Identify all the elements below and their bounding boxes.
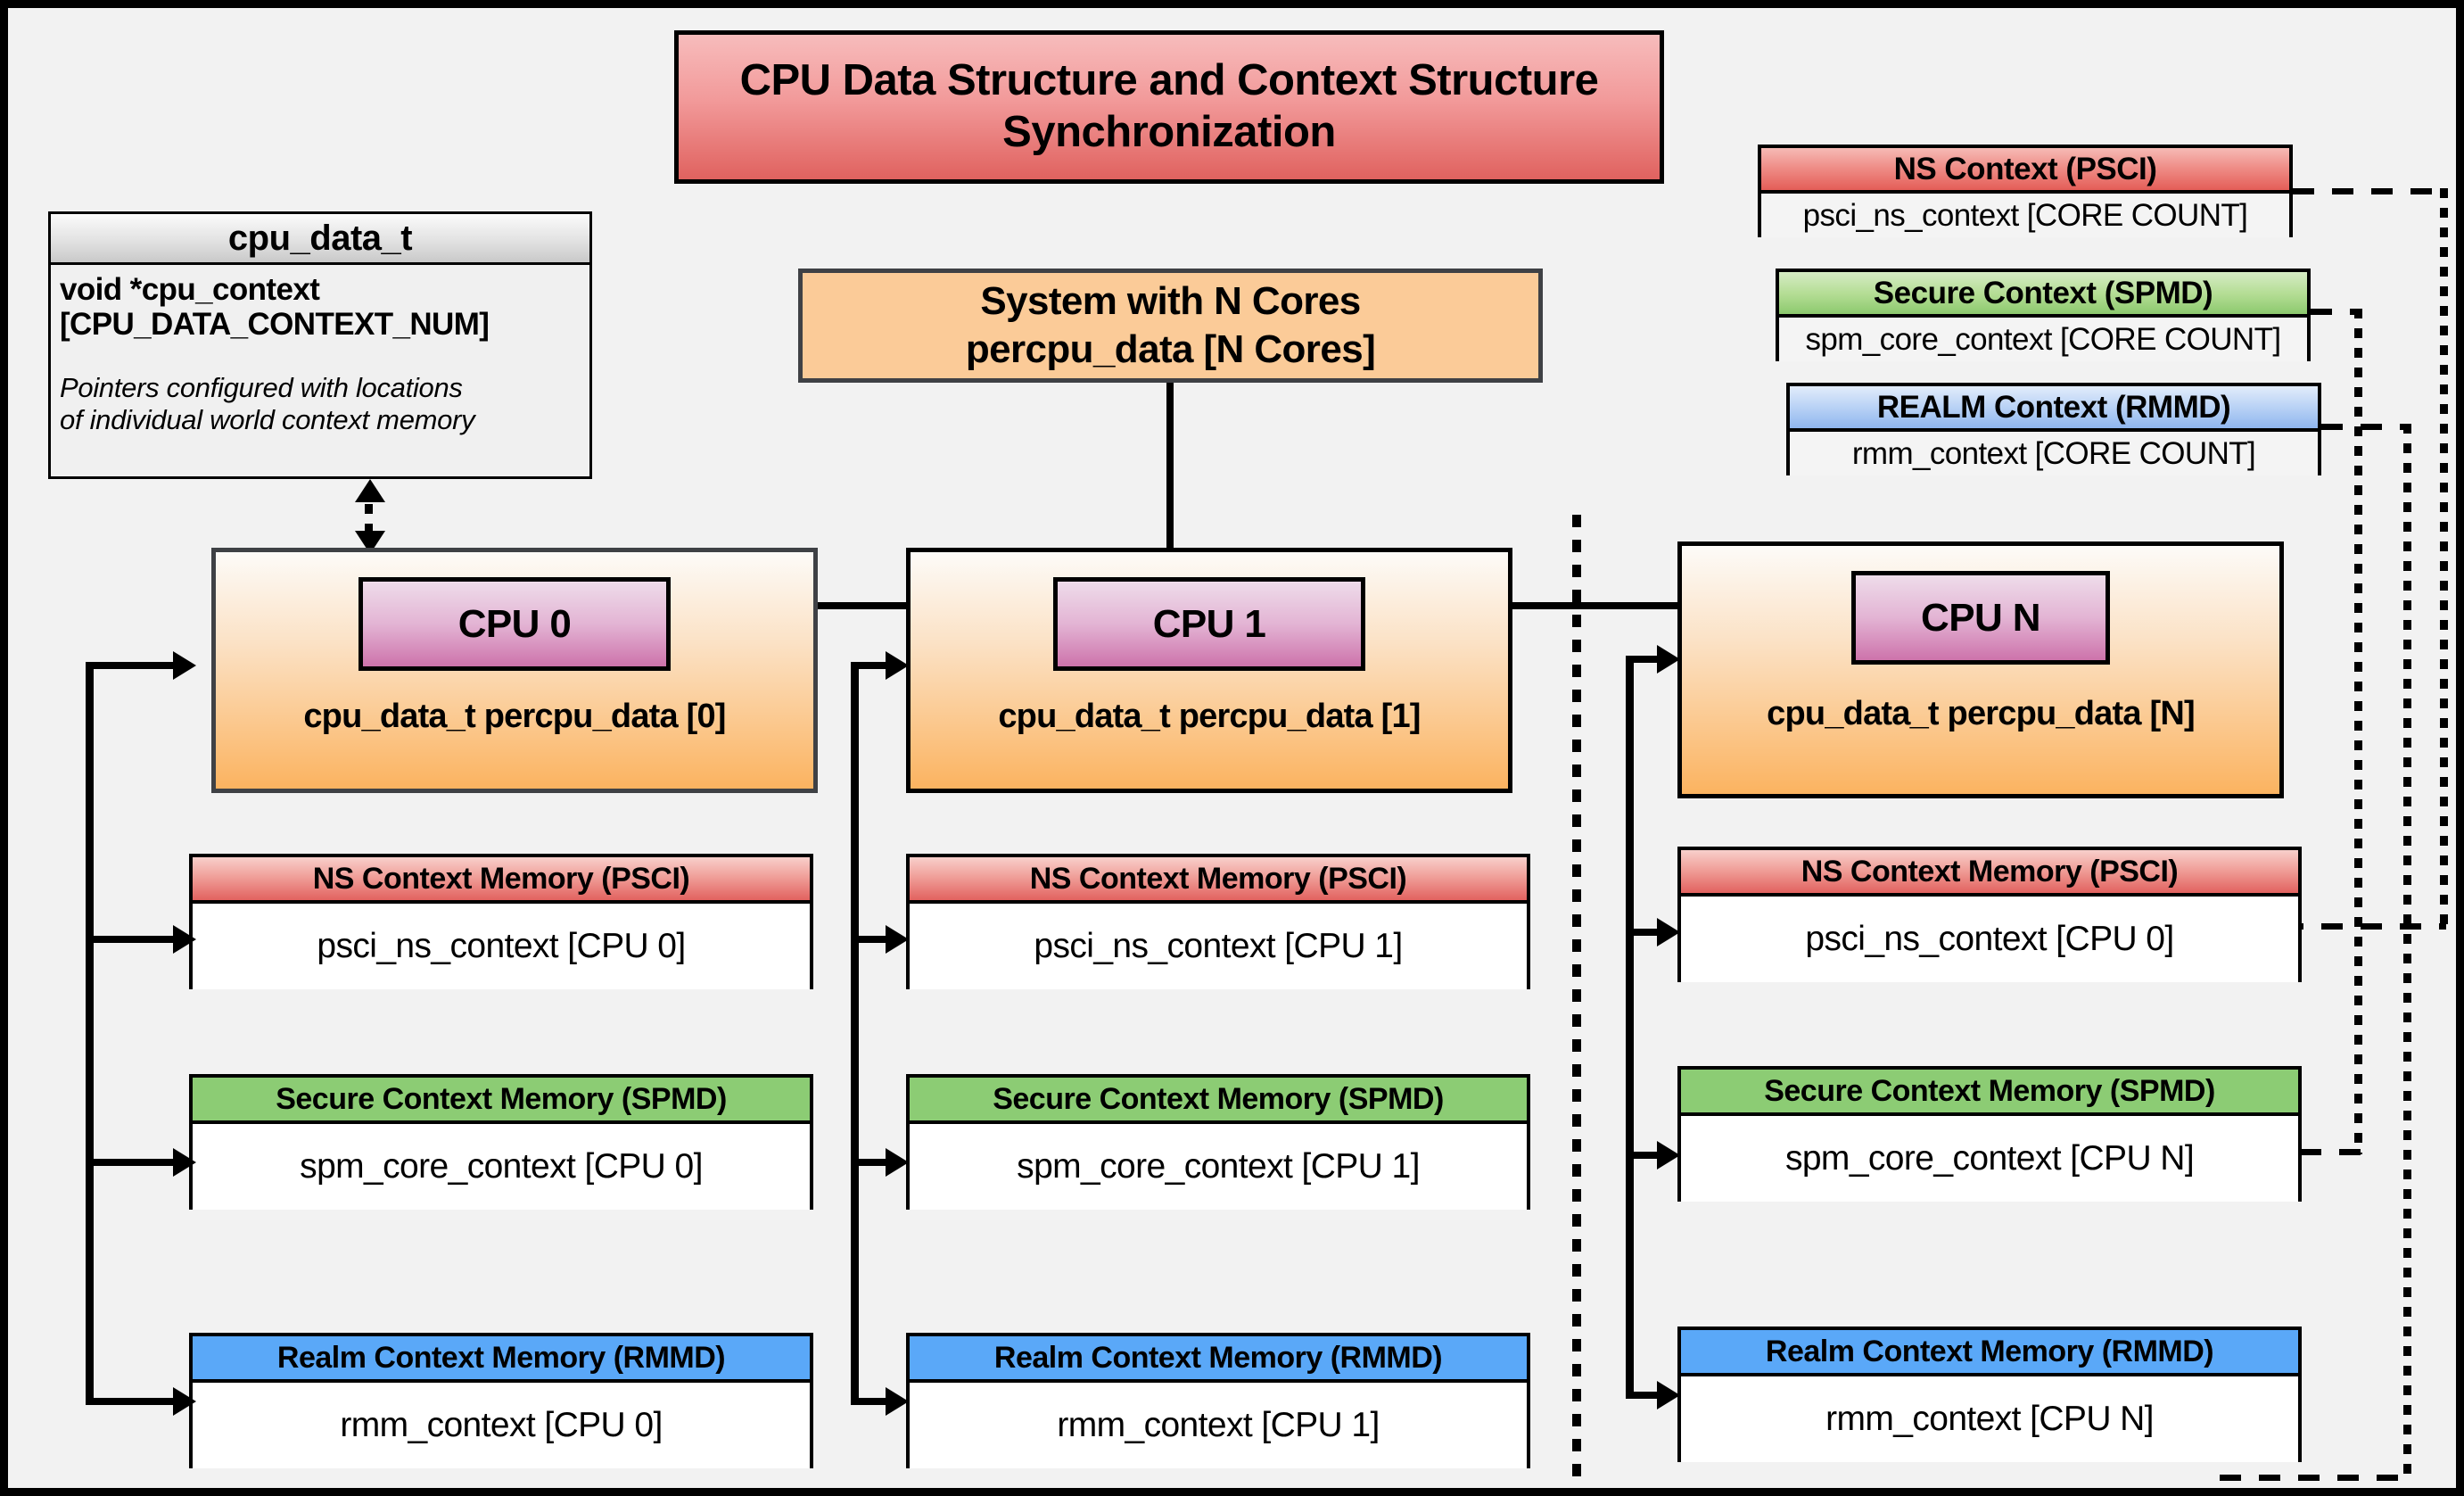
cpun-bus-arrow-ns: [1657, 918, 1680, 946]
dashed-realm-bottom: [2220, 1475, 2411, 1481]
cpu0-bus-branch-ns: [86, 936, 184, 943]
cpu-chip-n: CPU N: [1851, 571, 2110, 665]
cpun-context-realm: Realm Context Memory (RMMD) rmm_context …: [1677, 1327, 2302, 1462]
system-line-1: System with N Cores: [980, 279, 1361, 324]
cpu1-bus-vertical: [851, 662, 859, 1405]
cpu1-bus-arrow-card: [886, 651, 909, 680]
cpu-data-t-body: void *cpu_context [CPU_DATA_CONTEXT_NUM]…: [51, 265, 589, 435]
cpun-bus-branch-card: [1626, 656, 1672, 663]
cpu-data-t-note-line-2: of individual world context memory: [60, 403, 475, 435]
cpu1-context-ns-header: NS Context Memory (PSCI): [910, 857, 1527, 904]
cpu1-context-secure-body: spm_core_context [CPU 1]: [910, 1124, 1527, 1210]
dashed-ns-bottom: [2204, 923, 2446, 930]
cpu1-bus-arrow-secure: [886, 1148, 909, 1177]
cpu-card-1: CPU 1 cpu_data_t percpu_data [1]: [906, 548, 1512, 793]
cpu-data-t-note-line-1: Pointers configured with locations: [60, 372, 463, 404]
global-context-ns-body: psci_ns_context [CORE COUNT]: [1761, 194, 2289, 237]
cpun-bus-arrow-realm: [1657, 1381, 1680, 1409]
cpu1-bus-arrow-ns: [886, 925, 909, 954]
cpu1-context-realm: Realm Context Memory (RMMD) rmm_context …: [906, 1333, 1530, 1468]
cpu0-context-ns-header: NS Context Memory (PSCI): [193, 857, 810, 904]
cpu-chip-1: CPU 1: [1053, 577, 1365, 671]
cpu0-context-realm-body: rmm_context [CPU 0]: [193, 1383, 810, 1468]
global-context-realm: REALM Context (RMMD) rmm_context [CORE C…: [1786, 383, 2321, 475]
cpu1-bus-branch-card: [851, 662, 900, 669]
cpu-context-field-line-2: [CPU_DATA_CONTEXT_NUM]: [60, 307, 490, 343]
cpun-context-ns-header: NS Context Memory (PSCI): [1681, 850, 2298, 897]
global-context-realm-body: rmm_context [CORE COUNT]: [1790, 432, 2318, 475]
global-context-realm-header: REALM Context (RMMD): [1790, 386, 2318, 432]
cpu1-context-secure: Secure Context Memory (SPMD) spm_core_co…: [906, 1074, 1530, 1210]
cpun-context-ns: NS Context Memory (PSCI) psci_ns_context…: [1677, 847, 2302, 982]
cpu-array-label-n: cpu_data_t percpu_data [N]: [1767, 695, 2195, 732]
cpu1-context-secure-header: Secure Context Memory (SPMD): [910, 1078, 1527, 1124]
cpun-bus-vertical: [1626, 656, 1634, 1399]
cpu1-bus-branch-ns: [851, 936, 900, 943]
cpu-context-field-line-1: void *cpu_context: [60, 272, 320, 307]
cpu-chip-0: CPU 0: [358, 577, 671, 671]
dashed-ns-top: [2293, 188, 2446, 194]
cpu0-context-secure-header: Secure Context Memory (SPMD): [193, 1078, 810, 1124]
cpu0-context-realm-header: Realm Context Memory (RMMD): [193, 1336, 810, 1383]
cpun-bus-branch-secure: [1626, 1152, 1672, 1159]
cpu1-context-realm-header: Realm Context Memory (RMMD): [910, 1336, 1527, 1383]
cpu0-bus-arrow-ns: [173, 925, 196, 954]
cpu1-bus-branch-secure: [851, 1159, 900, 1166]
system-overview-box: System with N Cores percpu_data [N Cores…: [798, 269, 1543, 383]
dashed-realm-top: [2321, 424, 2410, 430]
cpu-card-n: CPU N cpu_data_t percpu_data [N]: [1677, 541, 2284, 798]
cpu0-bus-vertical: [86, 662, 94, 1405]
cpu-data-t-header: cpu_data_t: [51, 214, 589, 265]
cpu1-bus-branch-realm: [851, 1398, 900, 1405]
system-line-2: percpu_data [N Cores]: [965, 327, 1376, 371]
cpu-data-link-arrow-up: [355, 479, 385, 502]
cpun-bus-arrow-card: [1657, 645, 1680, 674]
cpu0-context-secure: Secure Context Memory (SPMD) spm_core_co…: [189, 1074, 813, 1210]
global-context-secure-header: Secure Context (SPMD): [1779, 272, 2307, 318]
cpu0-context-realm: Realm Context Memory (RMMD) rmm_context …: [189, 1333, 813, 1468]
cpun-context-secure-header: Secure Context Memory (SPMD): [1681, 1070, 2298, 1116]
dashed-ns-vertical: [2440, 188, 2448, 929]
title-line-2: Synchronization: [1002, 108, 1336, 156]
cpun-context-ns-body: psci_ns_context [CPU 0]: [1681, 897, 2298, 982]
cpun-context-realm-header: Realm Context Memory (RMMD): [1681, 1330, 2298, 1376]
dashed-secure-top: [2311, 309, 2362, 315]
dashed-realm-vertical: [2403, 424, 2411, 1481]
cpun-context-secure: Secure Context Memory (SPMD) spm_core_co…: [1677, 1066, 2302, 1202]
cpu-data-link-dashed-line: [365, 504, 373, 531]
cpun-bus-arrow-secure: [1657, 1141, 1680, 1170]
cpu0-bus-branch-realm: [86, 1398, 184, 1405]
global-context-ns: NS Context (PSCI) psci_ns_context [CORE …: [1758, 145, 2293, 237]
cpu-group-divider: [1572, 515, 1581, 1488]
cpu0-bus-branch-secure: [86, 1159, 184, 1166]
dashed-secure-vertical: [2354, 309, 2362, 1154]
cpu0-context-ns-body: psci_ns_context [CPU 0]: [193, 904, 810, 989]
cpu1-context-ns-body: psci_ns_context [CPU 1]: [910, 904, 1527, 989]
cpun-bus-branch-ns: [1626, 929, 1672, 936]
cpu1-context-ns: NS Context Memory (PSCI) psci_ns_context…: [906, 854, 1530, 989]
cpu0-bus-arrow-card: [173, 651, 196, 680]
system-tree-stem: [1166, 383, 1174, 607]
cpu0-context-ns: NS Context Memory (PSCI) psci_ns_context…: [189, 854, 813, 989]
global-context-secure-body: spm_core_context [CORE COUNT]: [1779, 318, 2307, 361]
title-line-1: CPU Data Structure and Context Structure: [739, 56, 1599, 105]
global-context-secure: Secure Context (SPMD) spm_core_context […: [1776, 269, 2311, 361]
cpu-array-label-1: cpu_data_t percpu_data [1]: [998, 698, 1421, 735]
cpu-card-0: CPU 0 cpu_data_t percpu_data [0]: [211, 548, 818, 793]
cpu0-bus-arrow-secure: [173, 1148, 196, 1177]
cpun-context-secure-body: spm_core_context [CPU N]: [1681, 1116, 2298, 1202]
cpu0-bus-branch-card: [86, 662, 184, 669]
cpu-data-t-struct-box: cpu_data_t void *cpu_context [CPU_DATA_C…: [48, 211, 592, 479]
cpu1-context-realm-body: rmm_context [CPU 1]: [910, 1383, 1527, 1468]
diagram-title: CPU Data Structure and Context Structure…: [674, 30, 1664, 184]
cpu0-bus-arrow-realm: [173, 1387, 196, 1416]
cpu1-bus-arrow-realm: [886, 1387, 909, 1416]
cpu0-context-secure-body: spm_core_context [CPU 0]: [193, 1124, 810, 1210]
cpun-context-realm-body: rmm_context [CPU N]: [1681, 1376, 2298, 1462]
cpu-array-label-0: cpu_data_t percpu_data [0]: [303, 698, 726, 735]
global-context-ns-header: NS Context (PSCI): [1761, 148, 2289, 194]
cpun-bus-branch-realm: [1626, 1392, 1672, 1399]
